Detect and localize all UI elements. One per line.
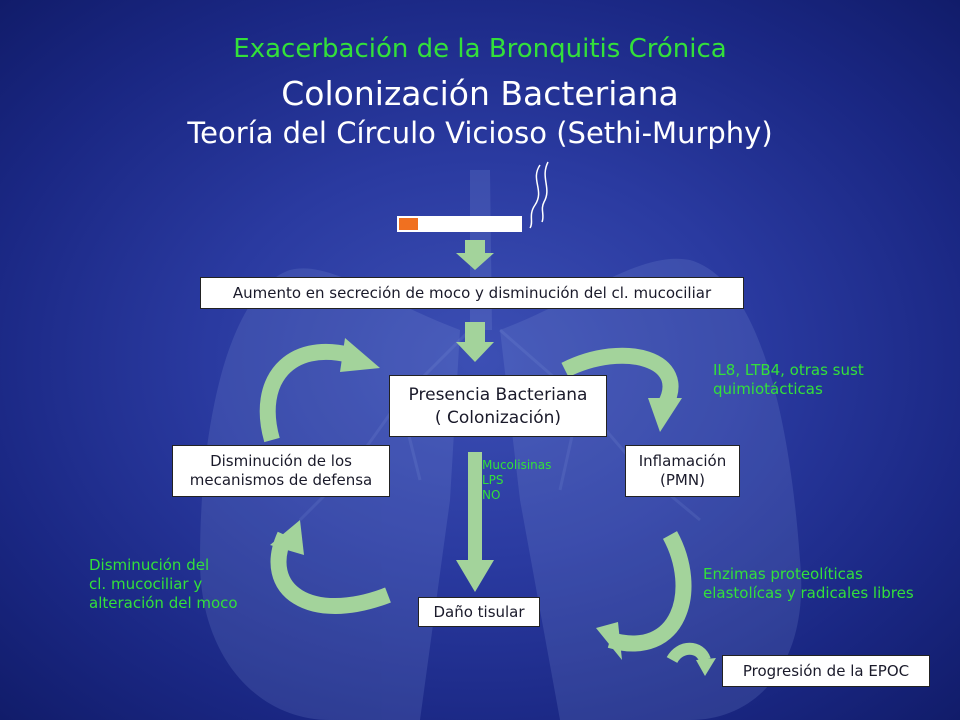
box-moco-text: Aumento en secreción de moco y disminuci…	[232, 284, 712, 302]
curve-dano-to-defensa	[270, 531, 391, 614]
label-dism-line1: Disminución del	[89, 556, 210, 574]
box-inflam-line2: (PMN)	[660, 471, 705, 489]
head-inflam-to-dano	[596, 622, 622, 660]
box-defensa-line1: Disminución de los	[210, 452, 352, 470]
box-bact-line1: Presencia Bacteriana	[408, 385, 588, 405]
arrow-moco-to-bact	[456, 322, 494, 362]
curve-inflam-to-dano	[607, 531, 692, 652]
title-line-1: Exacerbación de la Bronquitis Crónica	[233, 34, 727, 64]
label-dism-line2: cl. mucociliar y	[89, 575, 203, 593]
cigarette-icon	[397, 161, 549, 232]
arrow-cig-to-moco	[456, 240, 494, 270]
label-il8-line2: quimiotácticas	[713, 380, 823, 398]
box-bact-line2: ( Colonización)	[434, 408, 562, 428]
label-muco-line3: NO	[482, 488, 501, 502]
arrow-bact-to-dano	[456, 452, 494, 592]
box-secrecion-moco: Aumento en secreción de moco y disminuci…	[200, 277, 744, 309]
head-dano-to-defensa	[270, 520, 304, 555]
box-inflam-line1: Inflamación	[638, 452, 727, 470]
label-il8-line1: IL8, LTB4, otras sust	[713, 361, 864, 379]
box-presencia-bacteriana: Presencia Bacteriana ( Colonización)	[389, 375, 607, 437]
box-disminucion-defensa: Disminución de los mecanismos de defensa	[172, 445, 390, 497]
box-dano-text: Daño tisular	[433, 603, 525, 621]
head-bact-to-inflam	[648, 398, 682, 432]
title-line-3: Teoría del Círculo Vicioso (Sethi-Murphy…	[187, 116, 773, 150]
label-enz-line1: Enzimas proteolíticas	[703, 565, 863, 583]
label-muco-line1: Mucolisinas	[482, 458, 552, 472]
label-enzimas: Enzimas proteolíticas elastolícas y radi…	[703, 565, 914, 603]
box-inflamacion: Inflamación (PMN)	[625, 445, 740, 497]
label-mucolisinas: Mucolisinas LPS NO	[482, 458, 551, 503]
box-epoc-text: Progresión de la EPOC	[742, 662, 910, 680]
label-disminucion-mucociliar: Disminución del cl. mucociliar y alterac…	[89, 556, 238, 613]
curve-bact-to-inflam	[561, 347, 679, 409]
curve-to-epoc	[666, 642, 711, 664]
down-arrows	[456, 240, 494, 592]
box-defensa-line2: mecanismos de defensa	[189, 471, 373, 489]
head-defensa-to-bact	[340, 338, 380, 372]
label-il8: IL8, LTB4, otras sust quimiotácticas	[713, 361, 864, 399]
head-to-epoc	[696, 658, 716, 676]
label-dism-line3: alteración del moco	[89, 594, 238, 612]
label-muco-line2: LPS	[482, 473, 504, 487]
label-enz-line2: elastolícas y radicales libres	[703, 584, 914, 602]
curve-defensa-to-bact	[259, 343, 352, 443]
box-progresion-epoc: Progresión de la EPOC	[722, 655, 930, 687]
title-line-2: Colonización Bacteriana	[281, 74, 679, 113]
box-dano-tisular: Daño tisular	[418, 597, 540, 627]
